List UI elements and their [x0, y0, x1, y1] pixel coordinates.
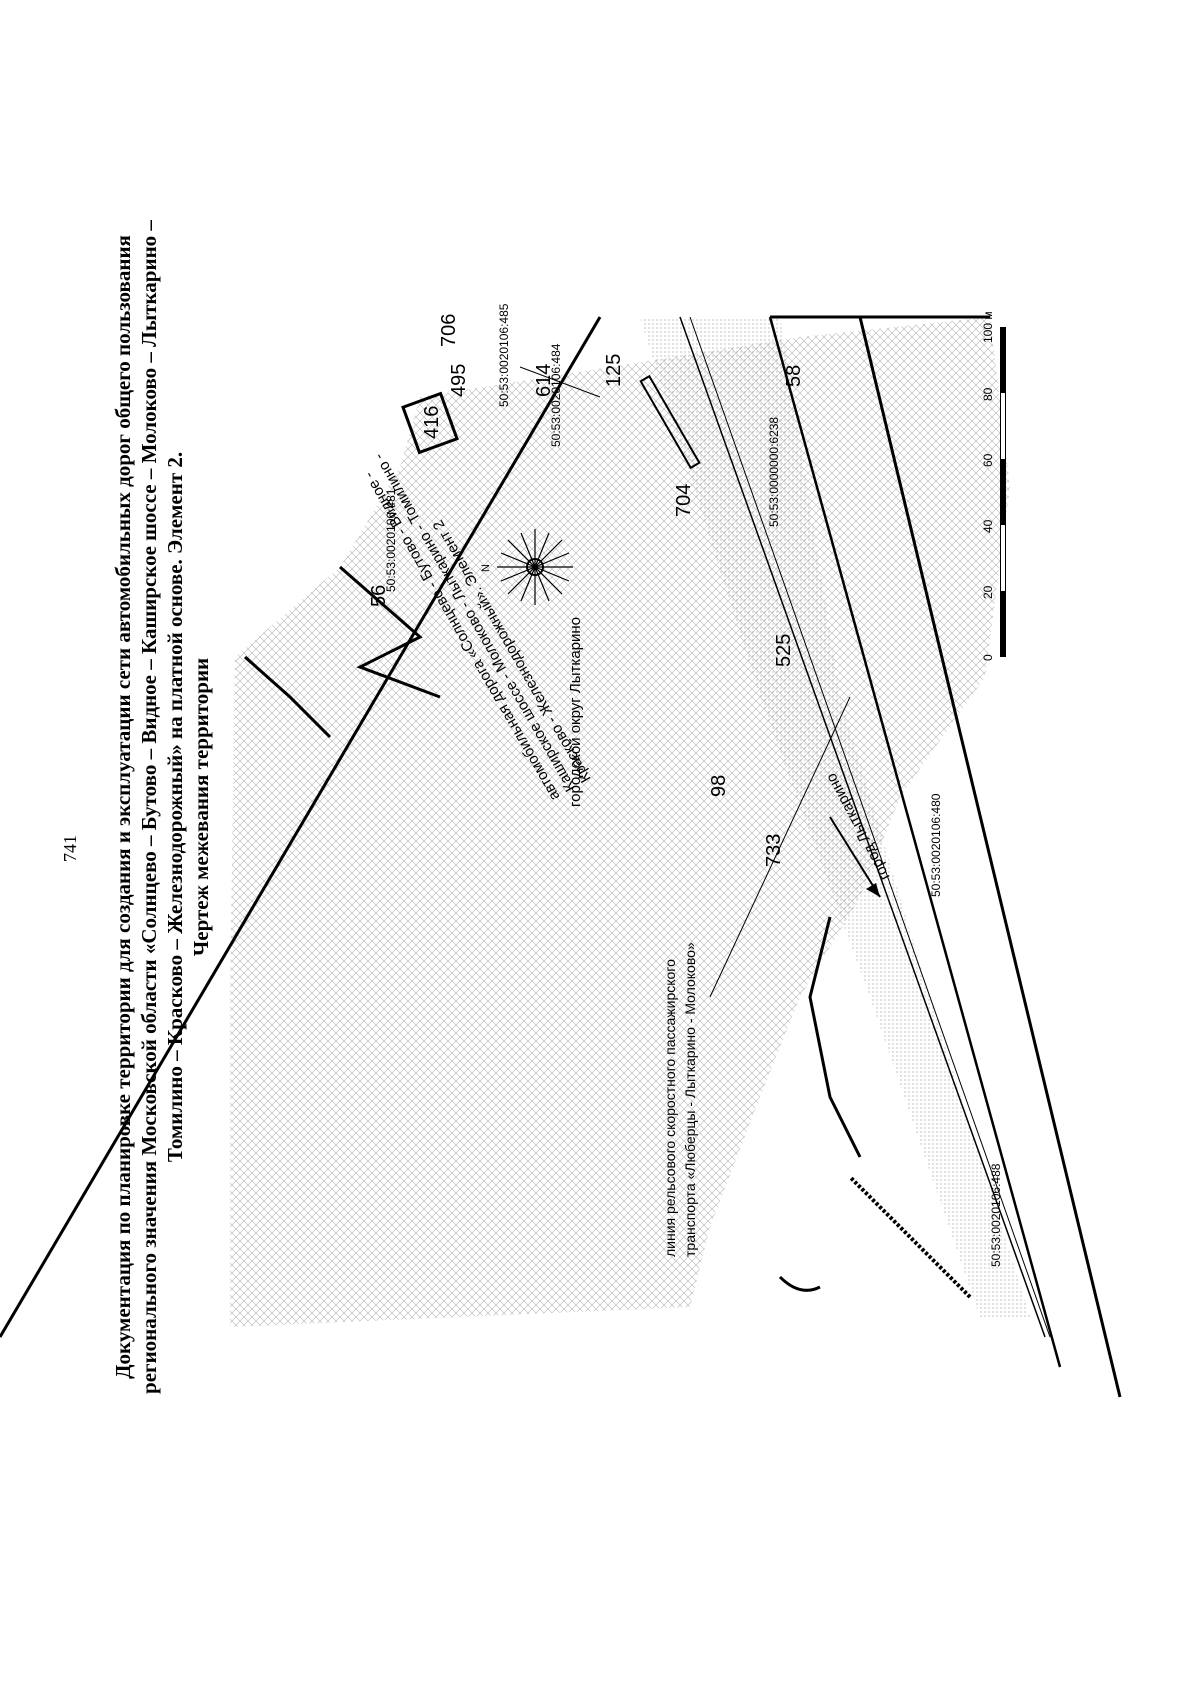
cadastral-485: 50:53:0020106:485 — [497, 303, 511, 407]
parcel-56: 56 — [368, 585, 390, 607]
railway-arc-left — [778, 1275, 821, 1292]
parcel-733: 733 — [763, 834, 785, 867]
parcel-125: 125 — [603, 354, 625, 387]
hatched-territory — [230, 317, 1010, 1327]
leader-line-2 — [519, 366, 601, 398]
city-arrow — [829, 816, 881, 898]
scale-tick-40: 40 — [981, 519, 995, 533]
parcel-125-strip — [639, 374, 701, 470]
scale-tick-60: 60 — [981, 453, 995, 467]
district-label: городской округ Лыткарино — [567, 617, 584, 807]
cadastral-480: 50:53:0020106:480 — [929, 793, 943, 897]
scale-tick-80: 80 — [981, 387, 995, 401]
city-arrowhead — [866, 883, 880, 897]
cadastral-481: 50:53:0020106:481 — [384, 488, 398, 592]
railway-label-2: транспорта «Люберцы - Лыткарино - Молоко… — [682, 942, 698, 1257]
parcel-495: 495 — [448, 364, 470, 397]
road-corridor-lines — [0, 315, 1122, 1398]
leader-line — [709, 696, 851, 998]
scale-tick-100: 100 м — [981, 311, 995, 343]
compass-north-label: N — [480, 564, 492, 572]
parcel-706: 706 — [438, 314, 460, 347]
cadastral-484: 50:53:0020106:484 — [549, 343, 563, 447]
scale-tick-0: 0 — [981, 654, 995, 661]
parcel-614: 614 — [533, 364, 555, 397]
scale-tick-20: 20 — [981, 585, 995, 599]
parcel-525: 525 — [773, 634, 795, 667]
cadastral-488: 50:53:0020106:488 — [989, 1163, 1003, 1267]
cadastral-6238: 50:53:0000000:6238 — [767, 417, 781, 527]
parcel-98: 98 — [708, 775, 730, 797]
parcel-416-box — [401, 391, 459, 455]
compass-rose: N — [480, 529, 573, 605]
dotted-road-strip — [640, 317, 1030, 1317]
parcel-58: 58 — [783, 365, 805, 387]
railway-label-1: линия рельсового скоростного пассажирско… — [662, 959, 678, 1257]
railway-strip — [848, 1175, 972, 1299]
parcel-704: 704 — [673, 484, 695, 517]
parcel-416: 416 — [421, 406, 443, 439]
scale-bar: 0 20 40 60 80 100 м — [981, 311, 1006, 661]
